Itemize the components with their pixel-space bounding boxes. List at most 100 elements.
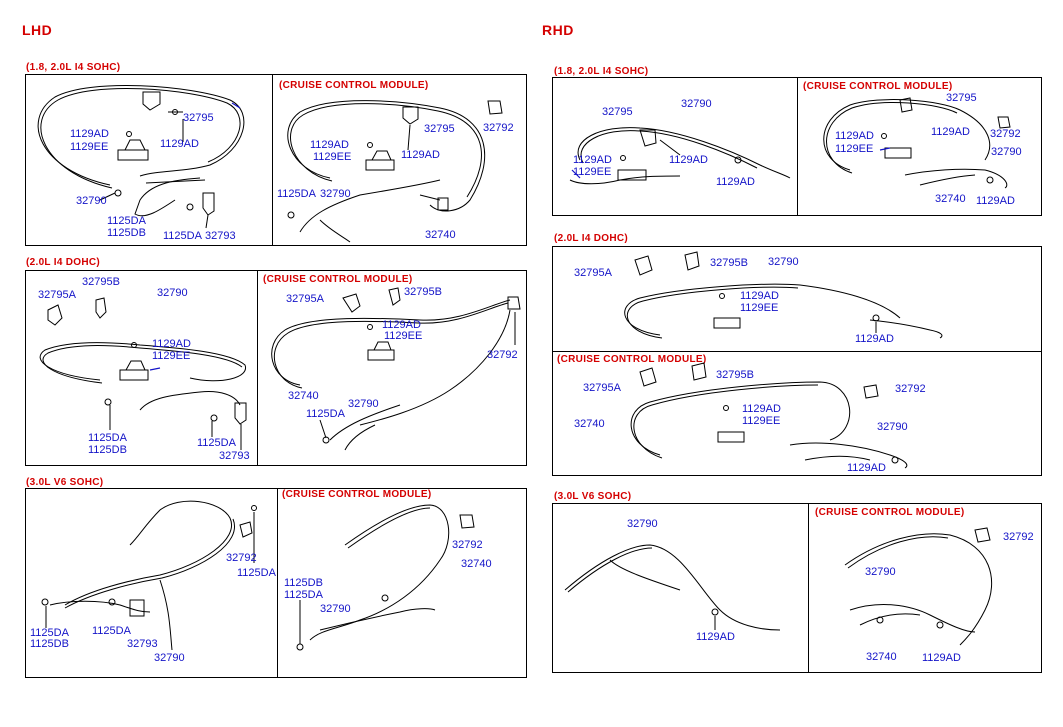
- rhd-s2-cc-lever-bracket: [717, 431, 745, 443]
- rhd-s1-cc-rear-cable: [919, 174, 976, 186]
- lhd-s2-header: (2.0L I4 DOHC): [26, 257, 101, 268]
- part-label: 32795A: [38, 289, 76, 301]
- lhd-s1-cc-bracket-32792: [487, 100, 503, 115]
- lhd-s1-cc-cable-loop: [287, 100, 486, 212]
- part-label: 32795B: [716, 369, 754, 381]
- part-label: 32790: [627, 518, 658, 530]
- part-label: 1125DB: [284, 577, 323, 589]
- part-label: 32740: [425, 229, 456, 241]
- part-label: 1125DA: [92, 625, 131, 637]
- lhd-s2-cc-cable-loop: [271, 299, 511, 386]
- lhd-s3-cc-cable: [309, 504, 450, 641]
- part-label: 32790: [154, 652, 185, 664]
- part-label: 32795B: [404, 286, 442, 298]
- part-label: 1129AD: [835, 130, 874, 142]
- part-label: 32793: [205, 230, 236, 242]
- rhd-s3-cc-bracket-32792: [974, 527, 991, 543]
- lhd-s1-cable-loop: [40, 87, 241, 189]
- part-label: 32795: [183, 112, 214, 124]
- lhd-s1-cc-cable-loop: [290, 103, 482, 198]
- part-label: 32790: [681, 98, 712, 110]
- lhd-s2-cc-bracket-32795b: [388, 287, 401, 306]
- lhd-s2-divider: [257, 270, 258, 466]
- rhd-s3-divider: [808, 503, 809, 673]
- part-label: 1129EE: [152, 350, 191, 362]
- part-label: 1129EE: [742, 415, 781, 427]
- lhd-s3-cc-cable: [347, 507, 431, 549]
- lhd-s2-cable-loop: [42, 345, 243, 384]
- part-label: 32793: [219, 450, 250, 462]
- rhd-s2-panel: [552, 246, 1042, 476]
- lhd-s2-cc-rear-cable: [344, 424, 376, 451]
- part-label: 1129AD: [573, 154, 612, 166]
- part-label: 32795A: [286, 293, 324, 305]
- lhd-s1-bolt: [114, 189, 122, 197]
- rhd-s2-cc-rear-cable: [789, 442, 908, 469]
- rhd-s3-header: (3.0L V6 SOHC): [554, 491, 632, 502]
- part-label: 32790: [157, 287, 188, 299]
- rhd-s3-cc-rear-cable: [859, 613, 921, 626]
- rhd-s3-rear-cable: [609, 559, 681, 591]
- part-label: 1125DB: [107, 227, 146, 239]
- part-label: 1125DA: [306, 408, 345, 420]
- part-label: 1129AD: [976, 195, 1015, 207]
- lhd-s1-cruise-header: (CRUISE CONTROL MODULE): [279, 80, 429, 91]
- rhd-s1-divider: [797, 77, 798, 216]
- part-label: 32795A: [583, 382, 621, 394]
- rhd-s3-cc-rear-cable: [849, 604, 976, 633]
- part-label: 1129EE: [313, 151, 352, 163]
- lhd-s3-panel: [25, 488, 527, 678]
- part-label: 1129AD: [922, 652, 961, 664]
- part-label: 32795B: [710, 257, 748, 269]
- part-label: 1129EE: [835, 143, 874, 155]
- rhd-s2-cruise-header: (CRUISE CONTROL MODULE): [557, 354, 707, 365]
- rhd-s3-cable: [564, 544, 781, 631]
- rhd-s1-lever-bracket: [617, 169, 647, 181]
- rhd-s2-cc-cable: [633, 384, 819, 459]
- part-label: 1125DB: [88, 444, 127, 456]
- lhd-s3-cable-loop: [64, 518, 235, 609]
- rhd-s2-cable: [624, 283, 901, 336]
- rhd-s1-cc-bracket-32795: [899, 97, 913, 113]
- rhd-s1-bracket-32795: [639, 129, 657, 147]
- lhd-s3-bracket-32792: [239, 521, 253, 538]
- part-label: 32740: [935, 193, 966, 205]
- lhd-s2-cc-bracket-32792: [507, 296, 521, 310]
- lhd-s3-bracket-32793: [129, 599, 145, 617]
- lhd-s1-bolt: [126, 131, 132, 137]
- part-label: 32740: [461, 558, 492, 570]
- lhd-s1-leader: [205, 214, 209, 229]
- part-label: 1129AD: [740, 290, 779, 302]
- part-label: 1125DA: [30, 627, 69, 639]
- part-label: 32792: [895, 383, 926, 395]
- lhd-s1-leader: [99, 192, 116, 201]
- part-label: 1129AD: [742, 403, 781, 415]
- part-label: 32740: [288, 390, 319, 402]
- lhd-s2-cc-lever-bracket: [373, 341, 392, 351]
- lhd-s3-divider: [277, 488, 278, 678]
- lhd-s2-panel: [25, 270, 527, 466]
- rhd-s3-cc-cable: [847, 536, 949, 569]
- lhd-s1-lever-bracket: [124, 139, 146, 151]
- lhd-s2-cc-bracket-32795a: [342, 293, 361, 313]
- lhd-s1-cc-lever-bracket: [371, 150, 392, 161]
- rhd-s1-cc-cable: [826, 102, 958, 174]
- rhd-s2-cc-rear-cable: [804, 455, 871, 461]
- part-label: 32790: [320, 188, 351, 200]
- part-label: 32795: [602, 106, 633, 118]
- part-label: 32790: [865, 566, 896, 578]
- lhd-s2-rear-cable: [139, 391, 241, 411]
- part-label: 1129AD: [401, 149, 440, 161]
- lhd-s2-bracket-32795a: [47, 304, 63, 326]
- lhd-s1-rear-cable: [134, 177, 201, 217]
- lhd-s2-lever-bracket: [119, 369, 149, 381]
- part-label: 32740: [866, 651, 897, 663]
- lhd-s1-divider: [272, 74, 273, 246]
- part-label: 32790: [877, 421, 908, 433]
- part-label: 1129EE: [70, 141, 109, 153]
- lhd-s3-cc-rear-cable: [319, 608, 436, 631]
- lhd-s1-cc-rear-cable: [299, 179, 441, 233]
- lhd-s3-cable-loop: [64, 500, 233, 606]
- rhd-s1-cc-cable: [823, 99, 991, 171]
